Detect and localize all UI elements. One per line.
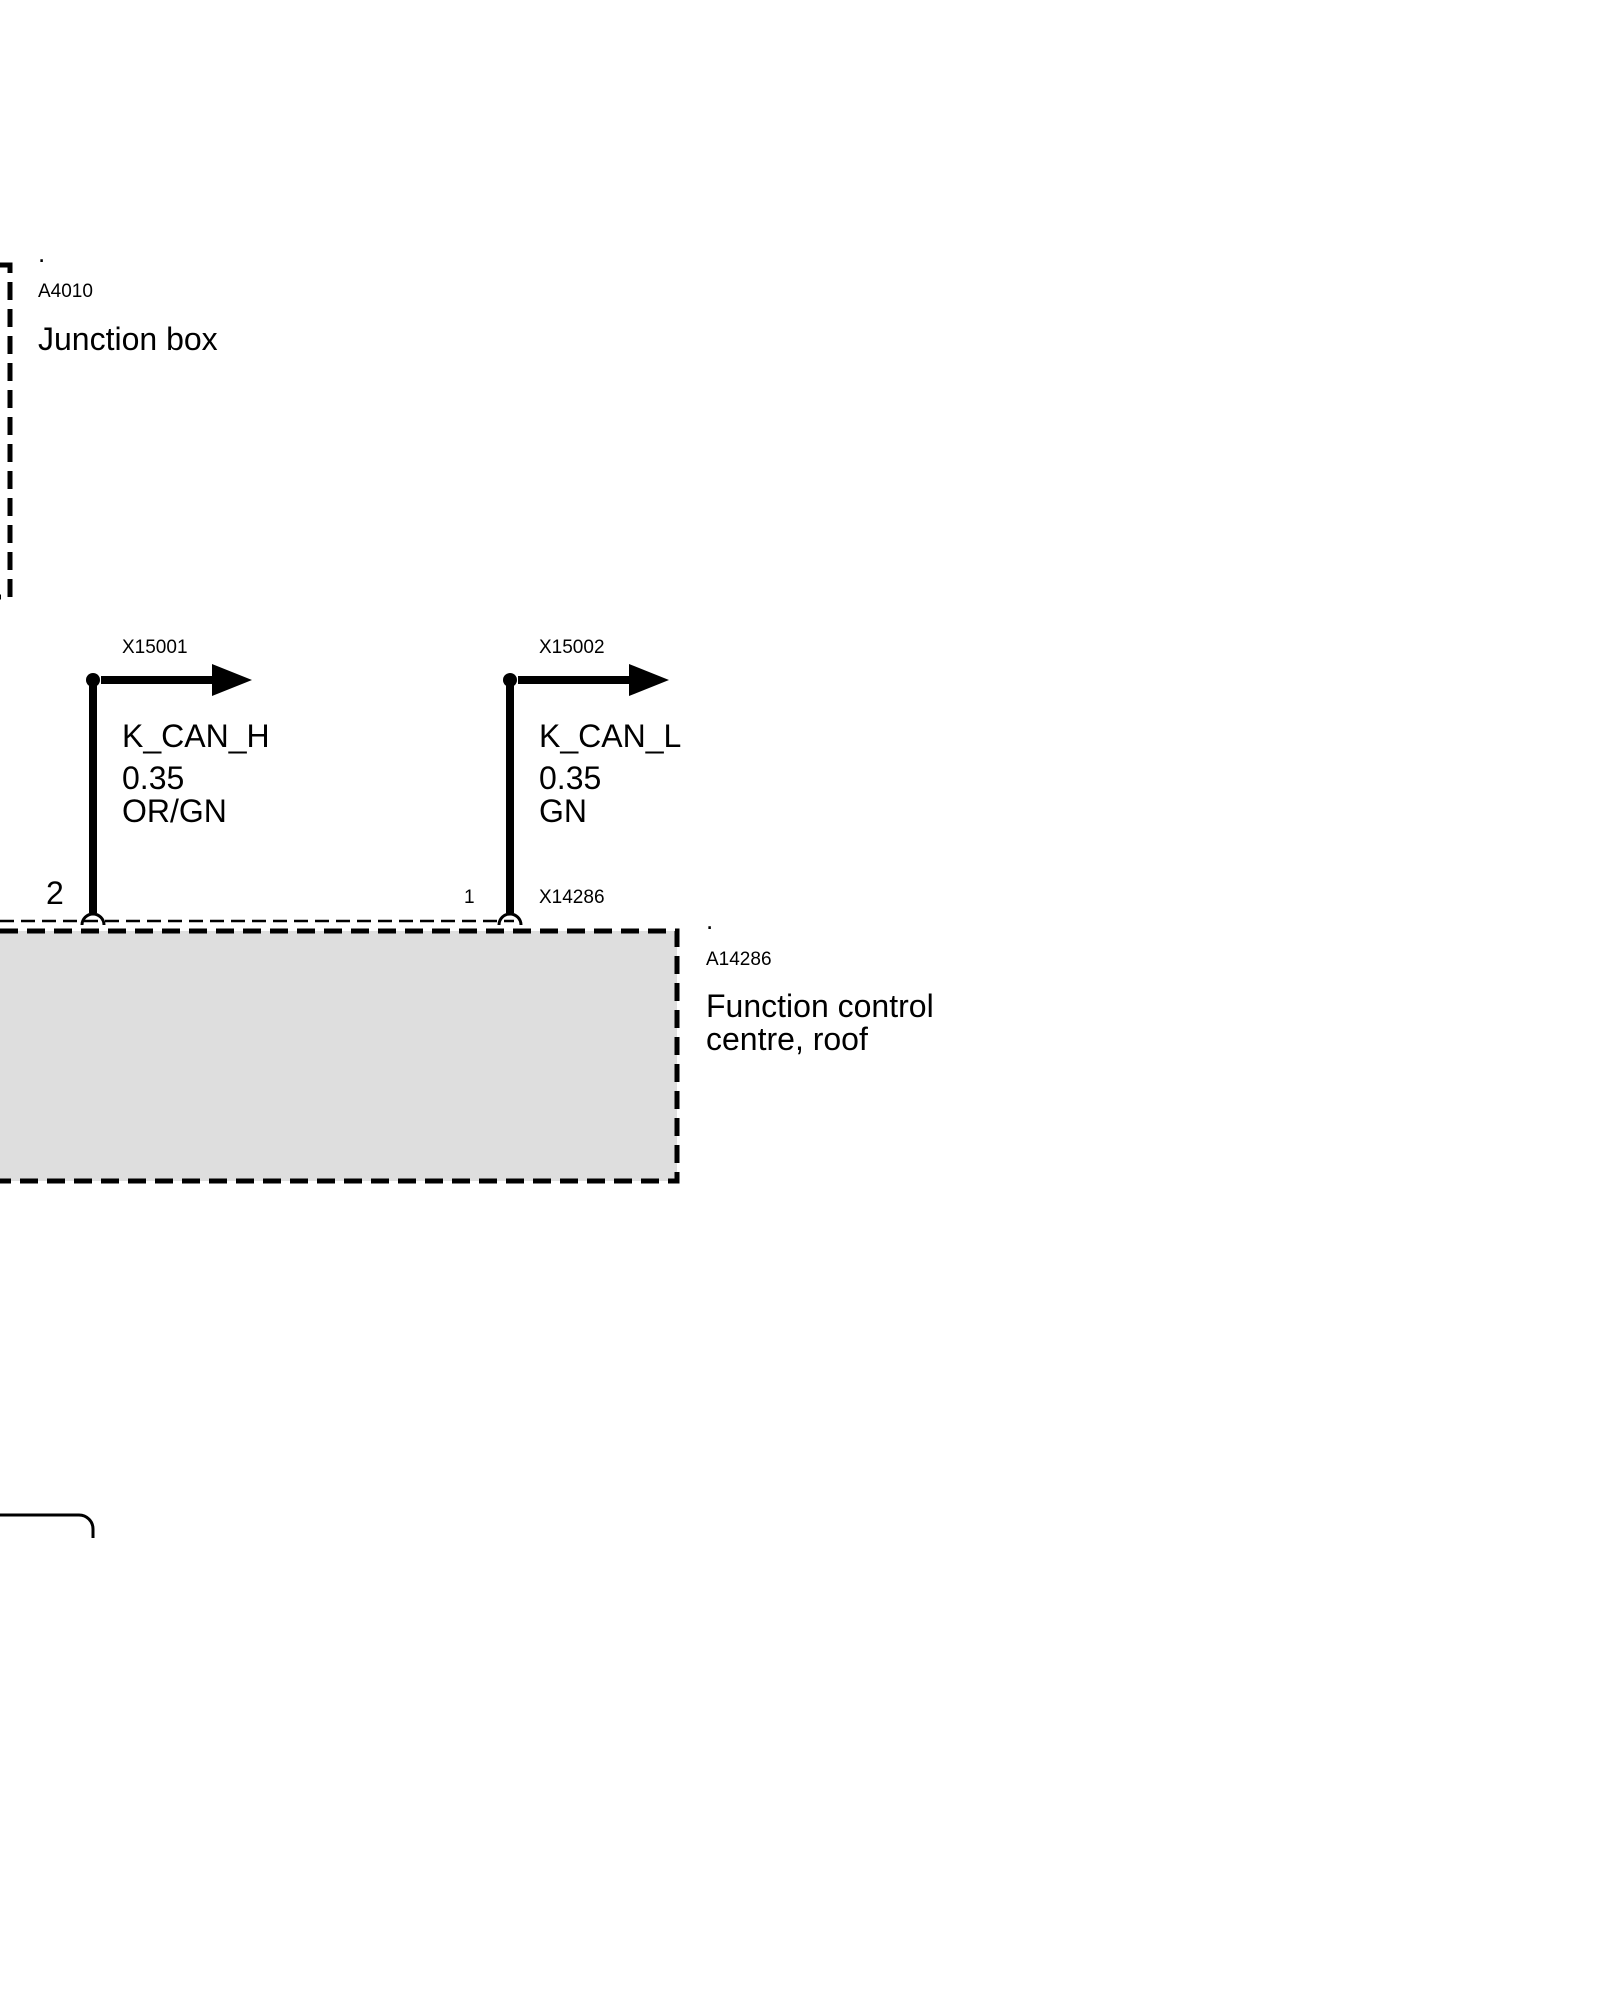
junction-box-outline — [0, 262, 13, 600]
connector-code: X14286 — [539, 887, 605, 908]
function-centre-box — [0, 919, 680, 1184]
wire-gauge: 0.35 — [122, 760, 185, 796]
wire-color-code: OR/GN — [122, 793, 227, 829]
junction-box-code: A4010 — [38, 281, 93, 302]
function-centre-dot: . — [706, 905, 714, 935]
wire-connector-label: X15002 — [539, 637, 605, 658]
function-centre-name-line2: centre, roof — [706, 1021, 868, 1057]
wire-color-code: GN — [539, 793, 587, 829]
wire-k-can-h — [80, 664, 252, 926]
function-centre-name-line1: Function control — [706, 988, 934, 1024]
wire-signal-name: K_CAN_L — [539, 718, 682, 754]
wire-signal-name: K_CAN_H — [122, 718, 270, 754]
wire-k-can-l — [497, 664, 669, 926]
wire-gauge: 0.35 — [539, 760, 602, 796]
function-centre-code: A14286 — [706, 949, 772, 970]
partial-connection-line — [0, 1513, 95, 1538]
pin-number: 1 — [464, 887, 475, 908]
junction-box-name: Junction box — [38, 321, 218, 357]
pin-number: 2 — [46, 875, 64, 911]
wire-connector-label: X15001 — [122, 637, 188, 658]
junction-box-dot: . — [38, 238, 46, 268]
